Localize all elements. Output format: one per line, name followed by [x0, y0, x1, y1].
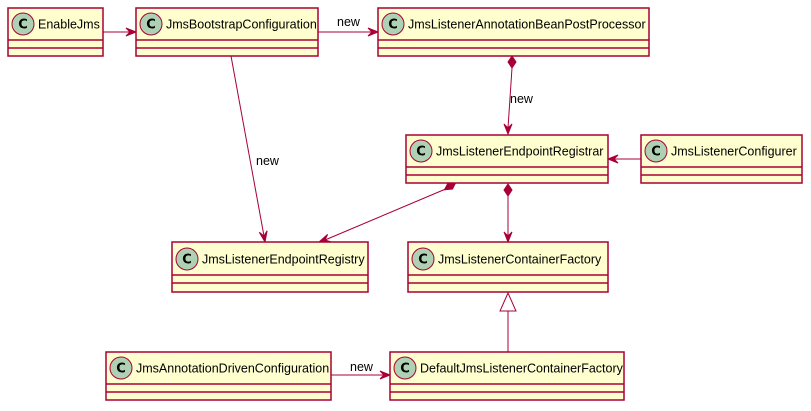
class-jms-bootstrap-configuration: C JmsBootstrapConfiguration — [135, 7, 319, 57]
class-icon: C — [411, 247, 435, 271]
class-icon: C — [139, 12, 163, 36]
edge-registrar-to-containerfactory — [503, 183, 513, 244]
class-name: EnableJms — [38, 18, 100, 32]
composition-diamond — [503, 183, 513, 197]
class-icon: C — [393, 356, 417, 380]
class-default-jms-listener-container-factory: C DefaultJmsListenerContainerFactory — [389, 351, 625, 401]
svg-text:C: C — [18, 18, 28, 33]
class-enable-jms: C EnableJms — [7, 7, 104, 57]
class-name: JmsListenerEndpointRegistry — [202, 253, 365, 267]
class-icon: C — [381, 12, 405, 36]
class-jms-listener-configurer: C JmsListenerConfigurer — [640, 134, 803, 184]
edge-bootstrap-to-registry: new — [230, 55, 280, 244]
svg-text:C: C — [416, 145, 426, 160]
class-name: DefaultJmsListenerContainerFactory — [420, 362, 624, 376]
class-icon: C — [644, 139, 668, 163]
class-jms-listener-annotation-bean-post-processor: C JmsListenerAnnotationBeanPostProcessor — [377, 7, 650, 57]
svg-text:C: C — [400, 362, 410, 377]
class-name: JmsListenerAnnotationBeanPostProcessor — [408, 18, 646, 32]
class-icon: C — [109, 356, 133, 380]
edge-defaultfactory-to-containerfactory — [499, 291, 517, 352]
edge-label-new: new — [510, 92, 534, 106]
svg-text:C: C — [182, 253, 192, 268]
edge-configurer-to-registrar — [606, 154, 641, 164]
class-jms-listener-endpoint-registry: C JmsListenerEndpointRegistry — [171, 241, 369, 293]
svg-text:C: C — [146, 18, 156, 33]
class-icon: C — [11, 12, 35, 36]
edge-bootstrap-to-postprocessor: new — [318, 15, 380, 37]
class-name: JmsListenerConfigurer — [671, 145, 797, 159]
edge-enablejms-to-bootstrap — [103, 27, 138, 37]
class-jms-listener-container-factory: C JmsListenerContainerFactory — [407, 241, 609, 293]
edge-annotationdriven-to-defaultfactory: new — [331, 360, 392, 380]
edge-label-new: new — [350, 360, 374, 374]
class-name: JmsListenerEndpointRegistrar — [436, 145, 603, 159]
svg-text:C: C — [418, 253, 428, 268]
edge-registrar-to-registry — [317, 181, 457, 243]
class-jms-annotation-driven-configuration: C JmsAnnotationDrivenConfiguration — [105, 351, 332, 401]
class-name: JmsBootstrapConfiguration — [166, 18, 317, 32]
class-name: JmsAnnotationDrivenConfiguration — [136, 362, 329, 376]
inheritance-triangle — [499, 291, 517, 312]
edge-label-new: new — [256, 154, 280, 168]
edge-postprocessor-to-registrar: new — [503, 55, 534, 136]
class-name: JmsListenerContainerFactory — [438, 253, 602, 267]
class-jms-listener-endpoint-registrar: C JmsListenerEndpointRegistrar — [405, 134, 609, 184]
svg-text:C: C — [116, 362, 126, 377]
svg-text:C: C — [388, 18, 398, 33]
svg-text:C: C — [651, 145, 661, 160]
class-icon: C — [175, 247, 199, 271]
class-icon: C — [409, 139, 433, 163]
edge-label-new: new — [337, 15, 361, 29]
composition-diamond — [507, 55, 517, 69]
